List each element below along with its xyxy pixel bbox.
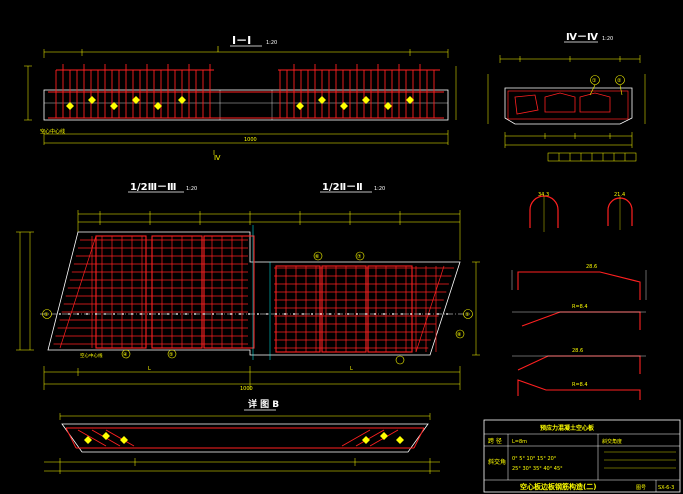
- tb-row2-label: 斜交角: [488, 458, 506, 466]
- arch-hook-left-dim: 34.3: [538, 192, 549, 198]
- section-1-stirrups: [48, 64, 444, 119]
- section-1-outline: [43, 89, 449, 121]
- section-1-bent-bars: [66, 96, 414, 110]
- arch-hook-right-dim: 21.4: [614, 192, 625, 198]
- bar-shape-details: 34.3 21.4 28.6 R=8.4 28.6 R=8.4: [511, 192, 647, 400]
- half-plan-3-title: 1/2Ⅲ－Ⅲ: [130, 182, 176, 193]
- half-plan-3-scale: 1:20: [186, 186, 197, 192]
- tb-project: 预应力混凝土空心板: [540, 424, 595, 432]
- section-4-callout-1: ①: [592, 78, 597, 84]
- title-block: 预应力混凝土空心板 跨 径 L=8m 斜交角度 斜交角 0° 5° 10° 15…: [483, 419, 681, 493]
- plan-dim-L-right: L: [350, 366, 353, 372]
- bent-bar-1-dim: 28.6: [586, 264, 597, 270]
- half-plan-2-scale: 1:20: [374, 186, 385, 192]
- detail-b-rebars: [65, 427, 425, 449]
- plan-dim-L-left: L: [148, 366, 151, 372]
- tb-drawing-title: 空心板边板钢筋构造(二): [520, 482, 596, 491]
- detail-b-title: 详 图 B: [248, 398, 279, 410]
- bent-bar-4: [517, 379, 641, 400]
- half-plan-rebar-mesh: [53, 235, 455, 353]
- section-4-outline: [504, 87, 633, 125]
- section-4-voids: [514, 92, 611, 115]
- plan-dim-total: 1000: [240, 386, 253, 392]
- section-4-title: Ⅳ－Ⅳ: [566, 32, 598, 43]
- half-plan-view: 1/2Ⅲ－Ⅲ 1:20 1/2Ⅱ－Ⅱ 1:20: [16, 182, 480, 392]
- bent-bar-3-dim: 28.6: [572, 348, 583, 354]
- bent-bar-2: [521, 311, 641, 330]
- section-1-bottom-mark: Ⅳ: [214, 154, 221, 162]
- tb-row1-label: 跨 径: [488, 437, 502, 445]
- bent-bar-3: [517, 355, 641, 374]
- tb-row2-value: 0° 5° 10° 15° 20°: [512, 456, 557, 462]
- section-1-title: Ⅰ－Ⅰ: [232, 34, 251, 47]
- section-4-view: Ⅳ－Ⅳ 1:20 ① ②: [487, 32, 646, 162]
- plan-callout-3: ③: [44, 312, 48, 318]
- bent-bar-1: [517, 271, 641, 300]
- tb-sheet-label: 图号: [636, 485, 646, 491]
- section-4-bar-strip: [547, 152, 637, 162]
- detail-b-view: 详 图 B: [44, 398, 440, 474]
- tb-row1-value: L=8m: [512, 439, 527, 445]
- half-plan-outline: [47, 231, 461, 356]
- plan-callout-8: ⑧: [457, 332, 462, 338]
- section-4-scale: 1:20: [602, 36, 613, 42]
- tb-row2-sub: 25° 30° 35° 40° 45°: [512, 466, 563, 472]
- detail-b-outline: [61, 423, 429, 453]
- plan-callout-6: ⑥: [315, 254, 320, 260]
- section-1-length: 1000: [244, 137, 257, 143]
- section-1-view: Ⅰ－Ⅰ 1:20 1000 空心中心线 Ⅳ: [24, 34, 457, 162]
- tb-row1-right: 斜交角度: [602, 438, 622, 445]
- plan-callout-5: ⑤: [169, 352, 173, 358]
- plan-centerline-note: 空心中心线: [80, 352, 103, 359]
- section-4-callout-2: ②: [617, 78, 622, 84]
- section-1-bottom-dims: [43, 130, 449, 145]
- tb-sheet-value: SX-6-3: [658, 485, 674, 491]
- plan-callout-4: ④: [123, 352, 128, 358]
- bent-bar-2-dim: R=8.4: [572, 304, 588, 310]
- plan-callout-3b: ③: [465, 312, 469, 318]
- section-1-centerline-note: 空心中心线: [40, 128, 65, 135]
- section-1-scale: 1:20: [266, 40, 277, 46]
- section-1-top-dims: [43, 49, 449, 58]
- section-1-height-dims: [24, 65, 457, 121]
- bent-bar-4-dim: R=8.4: [572, 382, 588, 388]
- half-plan-2-title: 1/2Ⅱ－Ⅱ: [322, 182, 363, 193]
- plan-callout-7: ⑦: [357, 254, 362, 260]
